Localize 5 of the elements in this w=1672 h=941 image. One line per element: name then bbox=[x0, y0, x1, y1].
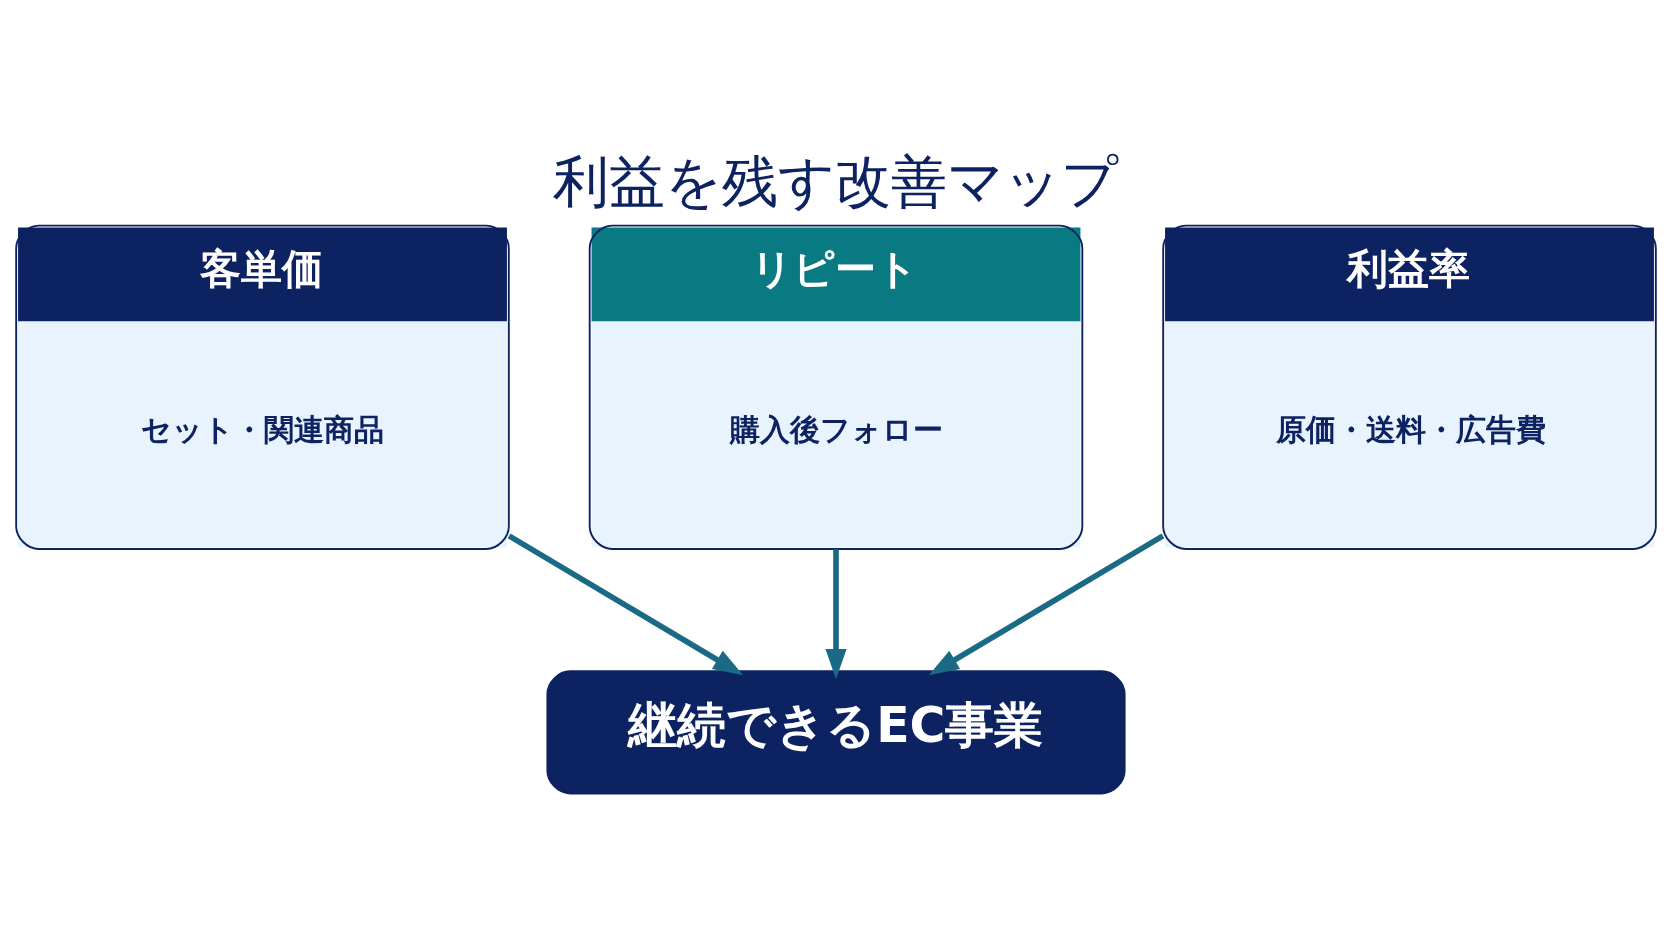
arrow bbox=[825, 548, 847, 679]
arrow bbox=[928, 533, 1165, 675]
arrow bbox=[507, 533, 744, 675]
node-box: 継続できるEC事業 bbox=[546, 669, 1126, 794]
diagram-title: 利益を残す改善マップ bbox=[553, 148, 1119, 214]
